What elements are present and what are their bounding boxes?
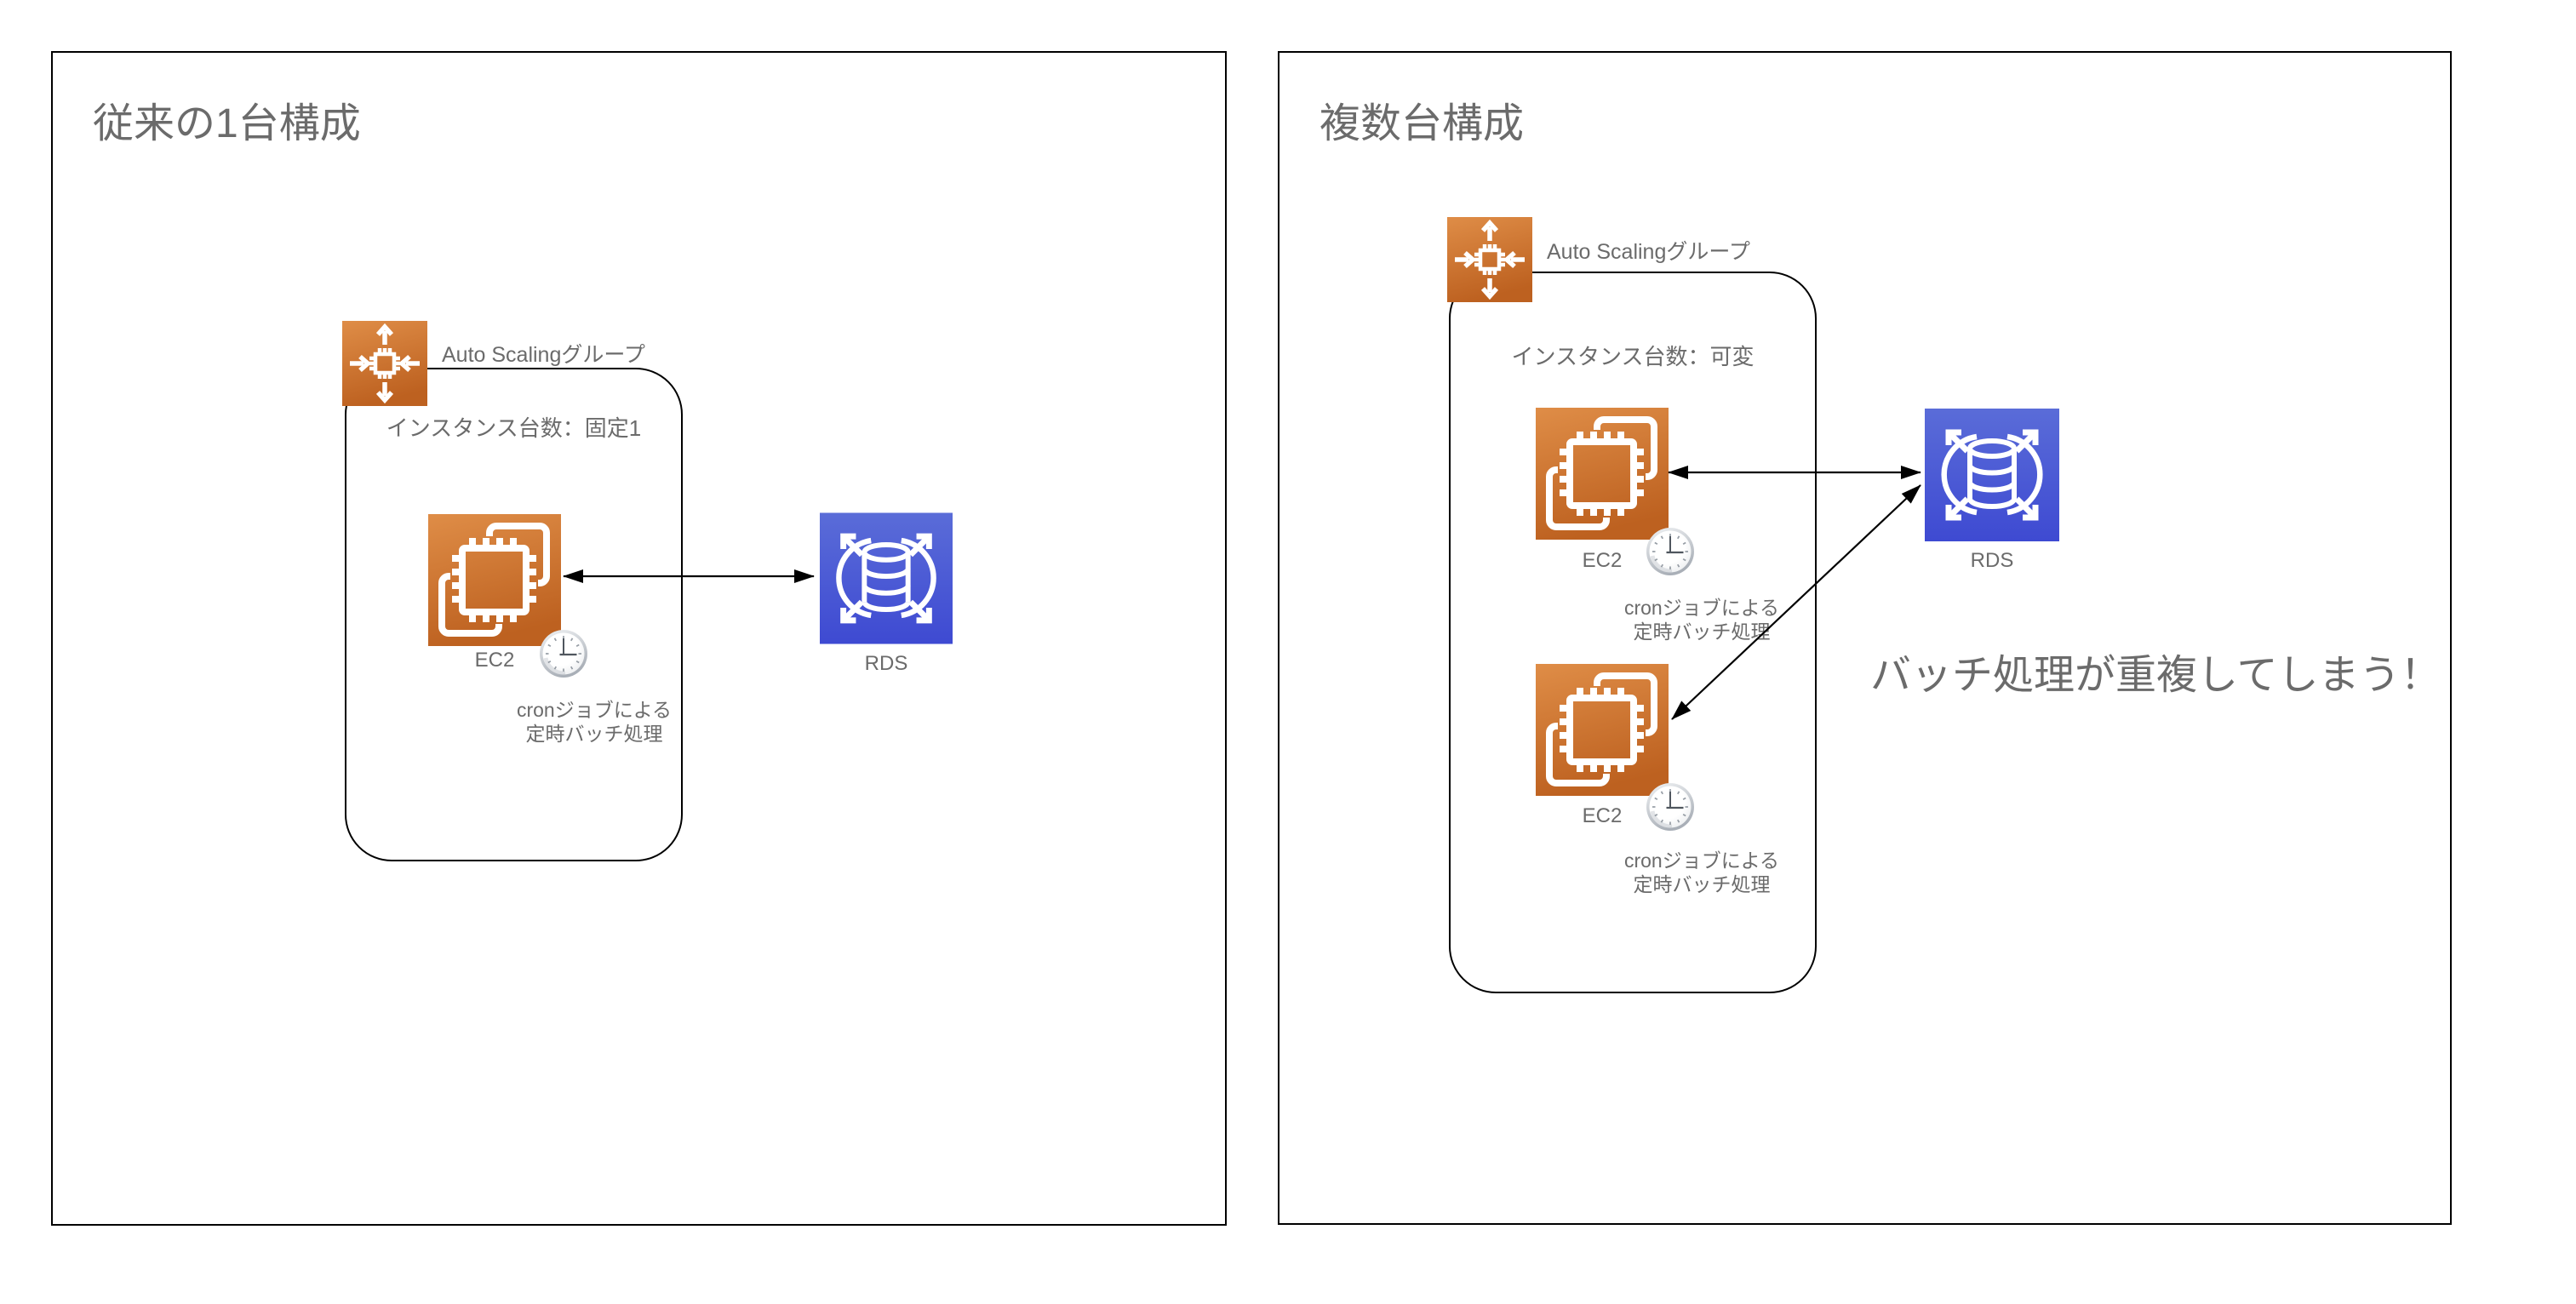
ec2-label: EC2 [474,649,515,672]
rds-icon [1925,409,2059,541]
cron-job-label-line1: cronジョブによる [1623,597,1780,619]
ec2-icon [1536,408,1669,540]
instance-count-label: インスタンス台数：可変 [1511,344,1755,369]
panel-single-instance: 従来の1台構成 Auto Scalingグループ インスタンス台数：固定1 EC… [51,51,1227,1226]
auto-scaling-icon [342,321,427,406]
cron-job-label: cronジョブによる 定時バッチ処理 [475,698,713,746]
cron-job-label-line1: cronジョブによる [516,699,673,721]
ec2-label: EC2 [1582,804,1623,827]
panel-title: 従来の1台構成 [93,101,361,146]
rds-label: RDS [1970,549,2014,572]
cron-job-label-line2: 定時バッチ処理 [525,723,663,745]
ec2-icon [428,514,561,646]
auto-scaling-icon [1447,217,1532,302]
ec2-label: EC2 [1582,549,1623,572]
auto-scaling-group-label: Auto Scalingグループ [442,343,645,367]
cron-job-label-line2: 定時バッチ処理 [1633,621,1771,643]
panel-multi-instance: 複数台構成 Auto Scalingグループ インスタンス台数：可変 EC2 c… [1278,51,2452,1225]
auto-scaling-group-box [345,368,683,861]
panel-title: 複数台構成 [1319,101,1525,146]
duplicate-batch-callout: バッチ処理が重複してしまう！ [1870,653,2441,698]
rds-icon [820,512,953,644]
cron-job-label: cronジョブによる 定時バッチ処理 [1583,596,1821,643]
auto-scaling-group-label: Auto Scalingグループ [1547,240,1750,264]
instance-count-label: インスタンス台数：固定1 [386,415,642,441]
cron-job-label: cronジョブによる 定時バッチ処理 [1583,849,1821,896]
cron-job-label-line1: cronジョブによる [1623,849,1780,872]
rds-label: RDS [864,652,908,675]
cron-job-label-line2: 定時バッチ処理 [1633,873,1771,895]
ec2-icon [1536,664,1669,796]
